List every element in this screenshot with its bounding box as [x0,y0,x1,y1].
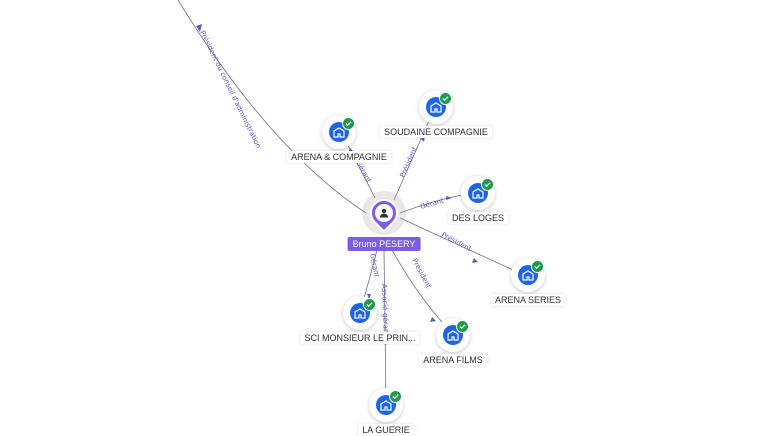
verified-check-icon [342,117,355,130]
edge-label-sci-monsieur: Gérant [368,253,381,278]
edge-des-loges-arrow [446,196,452,200]
edge-offscreen [177,0,367,214]
edge-arena-films-arrow [430,317,436,322]
company-label: SCI MONSIEUR LE PRIN... [300,332,420,344]
edge-label-offscreen: Président du conseil d'administration [198,29,262,149]
person-label: Bruno PESERY [347,237,421,251]
verified-check-icon [389,390,402,403]
edge-offscreen-arrow [196,24,202,32]
edge-sci-monsieur-arrow [367,294,371,299]
edge-label-des-loges: Gérant [419,197,445,211]
edge-label-soudaine: Président [399,145,420,178]
company-label: DES LOGES [447,212,509,224]
edge-la-guerie [383,249,387,405]
company-label: SOUDAINE COMPAGNIE [380,126,492,138]
edge-label-arena-series: Président [440,231,473,254]
verified-check-icon [439,92,452,105]
company-label: LA GUERIE [358,424,414,436]
verified-check-icon [363,298,376,311]
company-label: ARENA FILMS [419,354,487,366]
company-label: ARENA SERIES [490,294,566,306]
person-icon [375,204,393,222]
verified-check-icon [456,320,469,333]
verified-check-icon [481,178,494,191]
edge-arena-series-arrow [472,258,478,263]
edge-label-la-guerie: Associé-gérant [380,284,390,337]
company-label: ARENA & COMPAGNIE [287,151,391,163]
verified-check-icon [531,260,544,273]
